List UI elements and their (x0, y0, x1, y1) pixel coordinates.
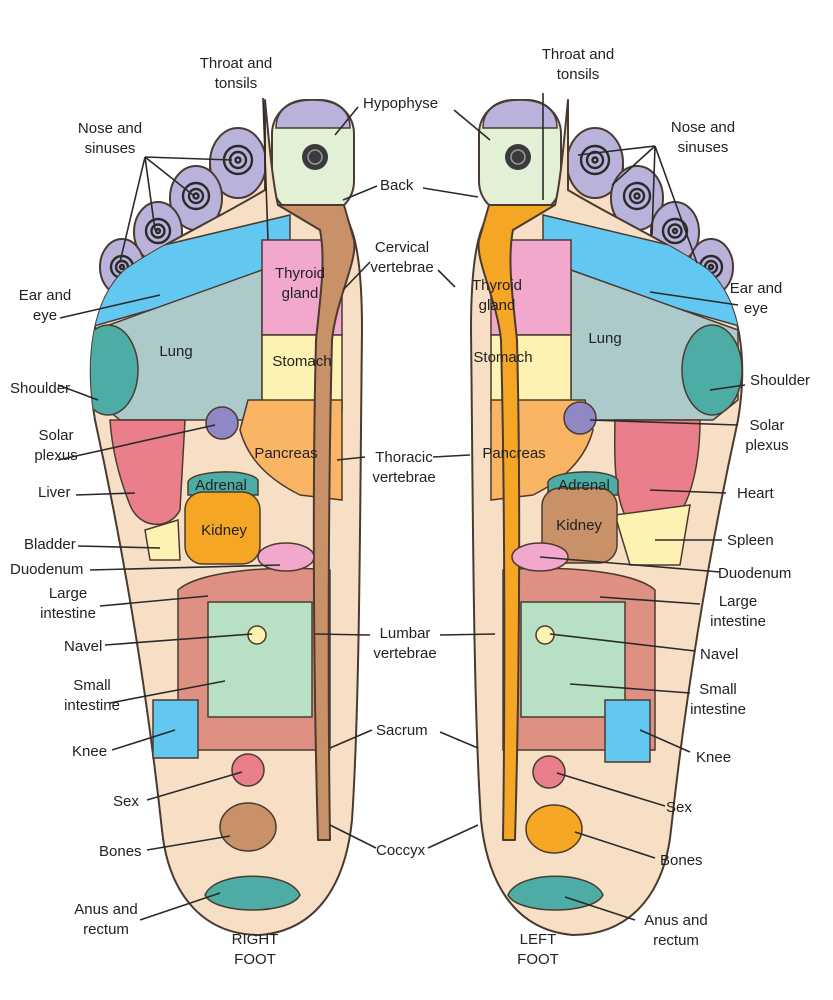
left-navel (535, 625, 555, 645)
left-pancreas-label: Pancreas (482, 445, 545, 462)
right-toes (99, 99, 355, 296)
left-adrenal-label: Adrenal (558, 477, 610, 494)
leader-lines (57, 93, 746, 921)
left-spleen-region (614, 504, 691, 566)
right-sex-label: Sex (113, 793, 139, 810)
right-sex (231, 753, 265, 787)
left-hypophyse-whorl-ring-icon (510, 149, 526, 165)
left-spleen-label: Spleen (727, 532, 774, 549)
right-bones (219, 802, 277, 852)
right-adrenal (187, 471, 259, 496)
right-kidney (184, 491, 261, 565)
left-lung-label: Lung (588, 330, 621, 347)
left-foot (470, 99, 744, 936)
left-solar-plexus (563, 401, 597, 435)
right-lung-label: Lung (159, 343, 192, 360)
right-solar-plexus (205, 406, 239, 440)
left-kidney (541, 487, 618, 564)
left-heart-label: Heart (737, 485, 775, 502)
right-kidney-label: Kidney (201, 522, 247, 539)
left-toes (478, 99, 734, 296)
right-hypophyse-whorl-icon (302, 144, 328, 170)
right-duodenum-label: Duodenum (10, 561, 83, 578)
right-navel-label: Navel (64, 638, 102, 655)
right-small-intestine-region (207, 601, 313, 718)
right-duodenum (257, 542, 315, 572)
right-knee-label: Knee (72, 743, 107, 760)
right-liver-label: Liver (38, 484, 71, 501)
left-sex-label: Sex (666, 799, 692, 816)
right-pancreas-label: Pancreas (254, 445, 317, 462)
left-duodenum-label: Duodenum (718, 565, 791, 582)
right-toe-big-cap (275, 99, 351, 129)
left-toe-big-cap (482, 99, 558, 129)
coccyx-label: Coccyx (376, 842, 426, 859)
back-label: Back (380, 177, 414, 194)
sacrum-label: Sacrum (376, 722, 428, 739)
left-navel-label: Navel (700, 646, 738, 663)
left-bones (525, 804, 583, 854)
left-shoulder-label: Shoulder (750, 372, 810, 389)
left-shoulder-region (681, 324, 743, 416)
right-stomach-label: Stomach (272, 353, 331, 370)
right-bones-label: Bones (99, 843, 142, 860)
left-stomach-label: Stomach (473, 349, 532, 366)
right-knee (152, 699, 199, 759)
right-anus-rectum (204, 875, 301, 911)
left-sex (532, 755, 566, 789)
left-spine (477, 204, 556, 841)
left-kidney-label: Kidney (556, 517, 602, 534)
right-spine (277, 204, 356, 841)
right-bladder-label: Bladder (24, 536, 76, 553)
left-bones-label: Bones (660, 852, 703, 869)
right-foot (89, 99, 363, 936)
left-knee-label: Knee (696, 749, 731, 766)
right-adrenal-label: Adrenal (195, 477, 247, 494)
right-shoulder-region (90, 324, 139, 416)
right-navel (247, 625, 267, 645)
hypophyse-label: Hypophyse (363, 95, 438, 112)
right-bladder-region (144, 519, 181, 561)
right-shoulder-label: Shoulder (10, 380, 70, 397)
right-hypophyse-whorl-ring-icon (307, 149, 323, 165)
left-hypophyse-whorl-icon (505, 144, 531, 170)
left-small-intestine-region (520, 601, 626, 718)
